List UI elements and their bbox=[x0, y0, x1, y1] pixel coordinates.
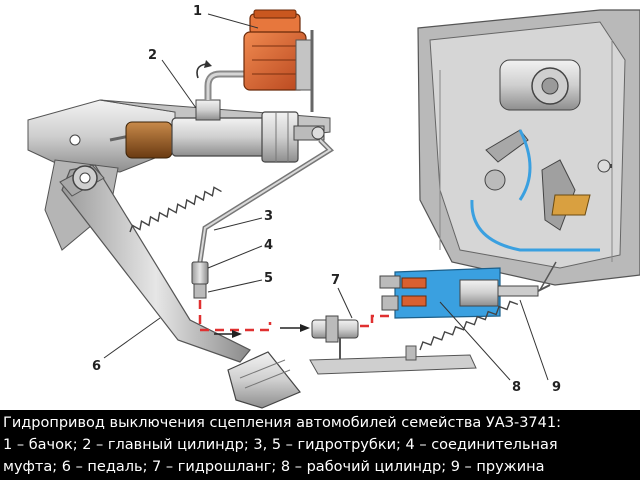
slave-return-spring bbox=[419, 261, 557, 351]
caption-line-1: Гидропривод выключения сцепления автомоб… bbox=[3, 415, 561, 431]
master-cylinder bbox=[125, 99, 325, 163]
diagram-drawing bbox=[27, 9, 640, 409]
coupling-sleeve bbox=[191, 261, 209, 299]
callout-6: 6 bbox=[92, 359, 102, 374]
hydraulic-tube-upper bbox=[197, 138, 334, 263]
callout-9: 9 bbox=[552, 380, 562, 395]
leader-lines bbox=[103, 13, 549, 381]
caption-line-3: муфта; 6 – педаль; 7 – гидрошланг; 8 – р… bbox=[3, 459, 545, 475]
figure-caption: Гидропривод выключения сцепления автомоб… bbox=[3, 412, 635, 478]
caption-line-2: 1 – бачок; 2 – главный цилиндр; 3, 5 – г… bbox=[3, 437, 558, 453]
callout-5: 5 bbox=[264, 271, 274, 286]
callout-2: 2 bbox=[148, 48, 158, 63]
callout-8: 8 bbox=[512, 380, 522, 395]
fluid-line bbox=[198, 300, 400, 338]
reservoir-hose bbox=[196, 60, 250, 100]
clutch-hydraulic-diagram: 1 2 3 4 5 6 7 8 9 bbox=[0, 0, 640, 410]
clutch-housing bbox=[417, 9, 640, 286]
callout-7: 7 bbox=[331, 273, 341, 288]
floor-bracket bbox=[309, 345, 477, 375]
callout-4: 4 bbox=[264, 238, 274, 253]
callout-3: 3 bbox=[264, 209, 274, 224]
clutch-pedal bbox=[59, 134, 301, 409]
hydraulic-hose bbox=[311, 315, 359, 362]
pedal-return-spring bbox=[129, 186, 222, 233]
fluid-reservoir bbox=[243, 9, 314, 112]
callout-1: 1 bbox=[193, 4, 203, 19]
slave-cylinder bbox=[379, 267, 551, 319]
